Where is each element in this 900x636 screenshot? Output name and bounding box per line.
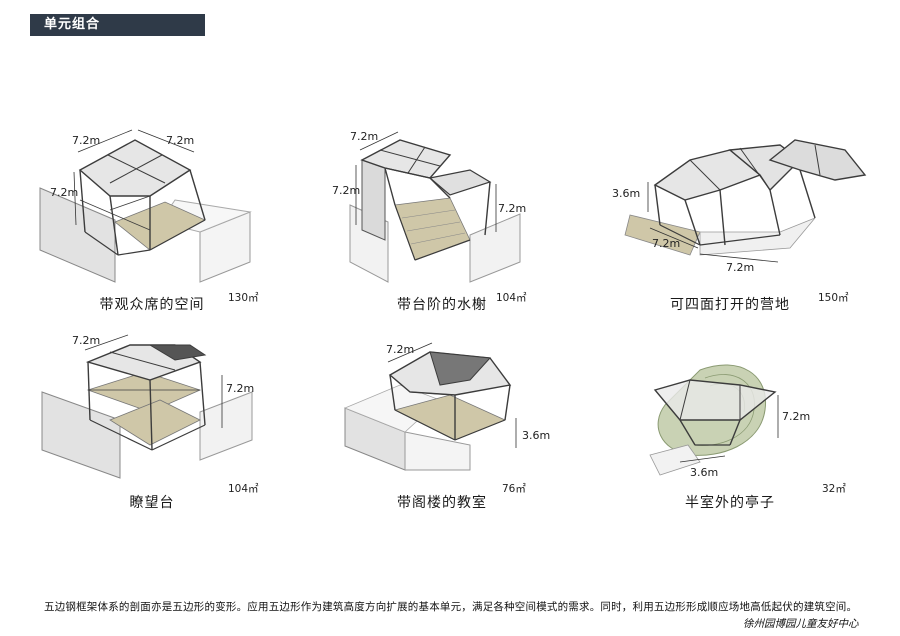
unit-4-dim-b: 7.2m <box>226 382 255 395</box>
unit-1-dim-c: 7.2m <box>50 186 79 199</box>
footer-brand: 徐州园博园儿童友好中心 <box>743 618 859 630</box>
unit-6-area: 32㎡ <box>822 483 846 495</box>
unit-2-area: 104㎡ <box>496 292 527 304</box>
unit-5-dim-a: 7.2m <box>386 343 415 356</box>
unit-3-dim-b: 7.2m <box>652 237 681 250</box>
unit-1-dim-b: 7.2m <box>166 134 195 147</box>
unit-4-area: 104㎡ <box>228 483 259 495</box>
unit-3-dim-c: 7.2m <box>726 261 755 274</box>
unit-5-label: 带阁楼的教室 <box>397 495 487 511</box>
unit-2-diagram <box>349 131 521 283</box>
unit-4-diagram <box>41 334 253 479</box>
unit-2-dim-b: 7.2m <box>332 184 361 197</box>
unit-3-label: 可四面打开的营地 <box>670 297 790 313</box>
unit-5-dim-b: 3.6m <box>522 429 551 442</box>
unit-2-dim-a: 7.2m <box>350 130 379 143</box>
unit-6-dim-b: 3.6m <box>690 466 719 479</box>
unit-3-area: 150㎡ <box>818 292 849 304</box>
section-title: 单元组合 <box>30 14 205 36</box>
unit-5-diagram <box>343 342 517 471</box>
unit-4-dim-a: 7.2m <box>72 334 101 347</box>
unit-6-diagram <box>649 364 779 476</box>
unit-4-label: 瞭望台 <box>129 495 175 511</box>
unit-3-diagram <box>624 139 867 263</box>
footer-description: 五边钢框架体系的剖面亦是五边形的变形。应用五边形作为建筑高度方向扩展的基本单元，… <box>44 601 858 613</box>
unit-5-area: 76㎡ <box>502 483 526 495</box>
unit-2-dim-c: 7.2m <box>498 202 527 215</box>
unit-1-dim-a: 7.2m <box>72 134 101 147</box>
unit-3-dim-a: 3.6m <box>612 187 641 200</box>
unit-6-dim-a: 7.2m <box>782 410 811 423</box>
unit-6-label: 半室外的亭子 <box>685 495 775 511</box>
unit-1-area: 130㎡ <box>228 292 259 304</box>
unit-1-label: 带观众席的空间 <box>99 297 205 313</box>
unit-1-diagram <box>39 129 252 283</box>
unit-2-label: 带台阶的水榭 <box>397 297 487 313</box>
